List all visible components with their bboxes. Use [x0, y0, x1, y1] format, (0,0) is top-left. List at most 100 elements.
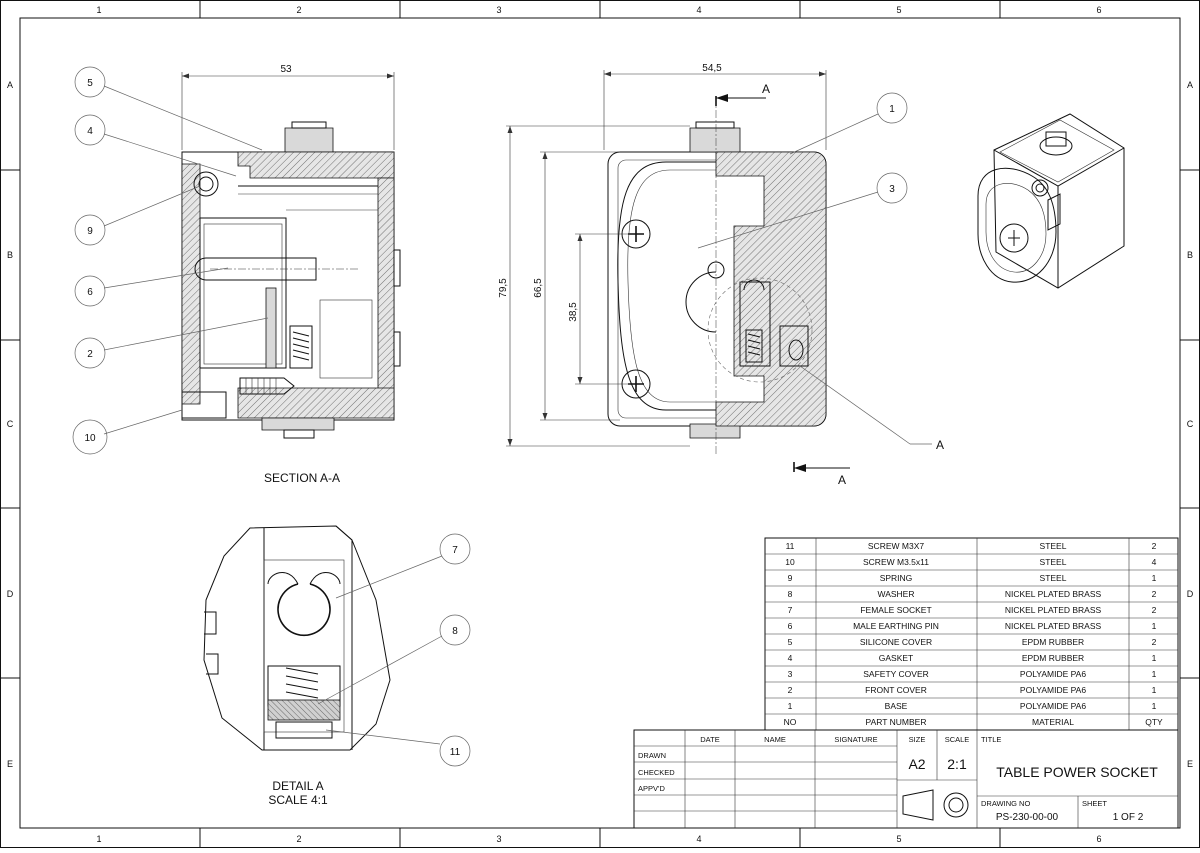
bom-cell: WASHER [878, 589, 915, 599]
bom-cell: POLYAMIDE PA6 [1020, 701, 1086, 711]
bom-cell: MALE EARTHING PIN [853, 621, 939, 631]
bom-cell: 4 [788, 653, 793, 663]
approval-row-label: CHECKED [638, 768, 675, 777]
bom-cell: 2 [788, 685, 793, 695]
drawing-title: TABLE POWER SOCKET [996, 764, 1158, 780]
sheet-number: 1 OF 2 [1113, 812, 1144, 823]
bom-cell: SILICONE COVER [860, 637, 932, 647]
section-balloons: 5 4 9 6 2 10 [72, 66, 269, 455]
bom-cell: GASKET [879, 653, 913, 663]
bom-cell: 2 [1152, 605, 1157, 615]
row-label-left: E [7, 759, 13, 769]
balloon-label: 11 [450, 747, 461, 758]
balloon-label: 4 [87, 126, 93, 137]
row-label-left: B [7, 250, 13, 260]
bom-cell: 1 [1152, 573, 1157, 583]
bom-cell: EPDM RUBBER [1022, 653, 1084, 663]
bom-cell: SCREW M3X7 [868, 541, 924, 551]
dim-front-height: 79,5 [498, 278, 509, 298]
bom-cell: 1 [1152, 621, 1157, 631]
sheet-label: SHEET [1082, 799, 1107, 808]
row-label-right: B [1187, 250, 1193, 260]
bom-cell: NICKEL PLATED BRASS [1005, 605, 1102, 615]
bom-cell: 1 [1152, 685, 1157, 695]
detail-view-scale: SCALE 4:1 [268, 793, 328, 807]
dim-front-center-height: 38,5 [568, 302, 579, 322]
balloon-label: 9 [87, 226, 93, 237]
bom-cell: 1 [1152, 701, 1157, 711]
bom-cell: 9 [788, 573, 793, 583]
bom-cell: FRONT COVER [865, 685, 927, 695]
bom-header: QTY [1145, 717, 1163, 727]
bom-cell: 10 [785, 557, 795, 567]
bom-header: NO [784, 717, 797, 727]
row-label-right: D [1187, 589, 1194, 599]
bom-cell: 1 [788, 701, 793, 711]
bom-cell: STEEL [1040, 541, 1067, 551]
section-marker-bottom: A [838, 473, 846, 487]
section-marker-top: A [762, 82, 770, 96]
scale-label: SCALE [945, 735, 970, 744]
balloon-label: 6 [87, 287, 93, 298]
size-label: SIZE [909, 735, 926, 744]
bom-cell: 7 [788, 605, 793, 615]
bom-cell: POLYAMIDE PA6 [1020, 669, 1086, 679]
approval-col-header: SIGNATURE [834, 735, 877, 744]
col-label-top: 4 [696, 5, 701, 15]
front-balloons: 1 3 [697, 92, 908, 249]
balloon-label: 3 [889, 184, 895, 195]
col-label-top: 5 [896, 5, 901, 15]
bom-cell: BASE [885, 701, 908, 711]
dim-front-width: 54,5 [702, 63, 722, 74]
col-label-top: 6 [1096, 5, 1101, 15]
approval-col-header: DATE [700, 735, 719, 744]
bom-header: MATERIAL [1032, 717, 1074, 727]
col-label-top: 2 [296, 5, 301, 15]
size-value: A2 [908, 756, 925, 772]
drawing-number: PS-230-00-00 [996, 812, 1059, 823]
balloon-label: 8 [452, 626, 458, 637]
bom-cell: EPDM RUBBER [1022, 637, 1084, 647]
grid-row-labels: A B C D E A B C D E [7, 80, 1194, 769]
bom-table: 11 SCREW M3X7 STEEL 2 10 SCREW M3.5x11 S… [764, 537, 1179, 731]
balloon-label: 5 [87, 78, 93, 89]
bom-cell: STEEL [1040, 557, 1067, 567]
bom-cell: 6 [788, 621, 793, 631]
approval-col-header: NAME [764, 735, 786, 744]
detail-marker: A [936, 438, 944, 452]
title-label: TITLE [981, 735, 1001, 744]
balloon-label: 1 [889, 104, 895, 115]
approval-row-label: DRAWN [638, 751, 666, 760]
bom-cell: SPRING [880, 573, 913, 583]
bom-cell: 4 [1152, 557, 1157, 567]
title-block: DATE NAME SIGNATURE DRAWN CHECKED APPV'D… [633, 729, 1179, 829]
bom-cell: SCREW M3.5x11 [863, 557, 929, 567]
col-label-top: 1 [96, 5, 101, 15]
col-label-bottom: 3 [496, 834, 501, 844]
bom-cell: 3 [788, 669, 793, 679]
bom-cell: NICKEL PLATED BRASS [1005, 621, 1102, 631]
col-label-bottom: 4 [696, 834, 701, 844]
projection-symbol [902, 789, 969, 821]
bom-cell: NICKEL PLATED BRASS [1005, 589, 1102, 599]
approval-row-label: APPV'D [638, 784, 665, 793]
dim-front-inner-height: 66,5 [533, 278, 544, 298]
bom-cell: POLYAMIDE PA6 [1020, 685, 1086, 695]
col-label-bottom: 1 [96, 834, 101, 844]
bom-header: PART NUMBER [866, 717, 927, 727]
bom-cell: 1 [1152, 653, 1157, 663]
detail-view: DETAIL A SCALE 4:1 [203, 525, 391, 807]
row-label-left: D [7, 589, 14, 599]
bom-cell: 2 [1152, 541, 1157, 551]
section-view-title: SECTION A-A [264, 471, 340, 485]
bom-cell: 11 [786, 541, 795, 551]
bom-cell: 2 [1152, 637, 1157, 647]
balloon-label: 10 [84, 433, 96, 444]
col-label-bottom: 5 [896, 834, 901, 844]
isometric-view [977, 113, 1125, 289]
row-label-left: A [7, 80, 13, 90]
dim-section-width: 53 [280, 64, 292, 75]
drawing-no-label: DRAWING NO [981, 799, 1030, 808]
